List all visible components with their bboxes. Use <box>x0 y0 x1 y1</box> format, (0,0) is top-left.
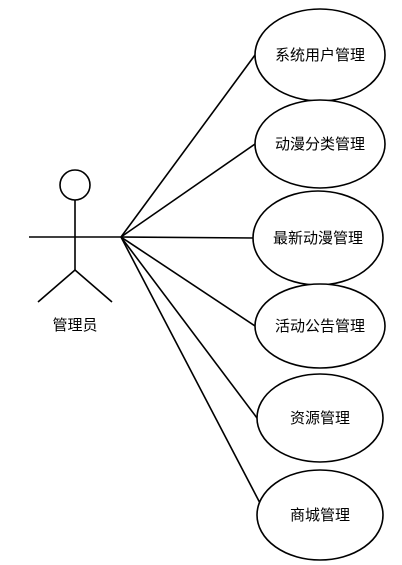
actor-right-leg <box>74 269 113 303</box>
association-line <box>120 236 256 327</box>
use-case: 商城管理 <box>256 469 384 561</box>
use-case-label: 商城管理 <box>290 506 350 524</box>
stick-figure-actor-icon <box>29 169 121 303</box>
association-line <box>120 54 256 238</box>
association-line <box>120 236 256 239</box>
actor: 管理员 <box>29 169 121 334</box>
use-case-label: 活动公告管理 <box>275 317 365 335</box>
use-case: 活动公告管理 <box>254 283 386 369</box>
association-line <box>120 236 262 506</box>
use-case: 系统用户管理 <box>254 8 386 102</box>
use-case-label: 资源管理 <box>290 409 350 427</box>
use-case: 动漫分类管理 <box>254 99 386 189</box>
use-case-ellipse <box>254 283 386 369</box>
association-line <box>120 236 258 419</box>
use-case-label: 动漫分类管理 <box>275 135 365 153</box>
association-line <box>120 143 256 238</box>
actor-head <box>59 169 91 201</box>
actor-left-leg <box>37 269 76 303</box>
actor-label: 管理员 <box>52 316 97 334</box>
use-case: 最新动漫管理 <box>252 190 384 286</box>
use-case-ellipse <box>256 469 384 561</box>
use-case-ellipse <box>254 99 386 189</box>
use-case-label: 系统用户管理 <box>275 46 365 64</box>
association-lines <box>120 54 262 506</box>
use-case-label: 最新动漫管理 <box>273 229 363 247</box>
use-case-ellipse <box>256 373 384 463</box>
use-case: 资源管理 <box>256 373 384 463</box>
